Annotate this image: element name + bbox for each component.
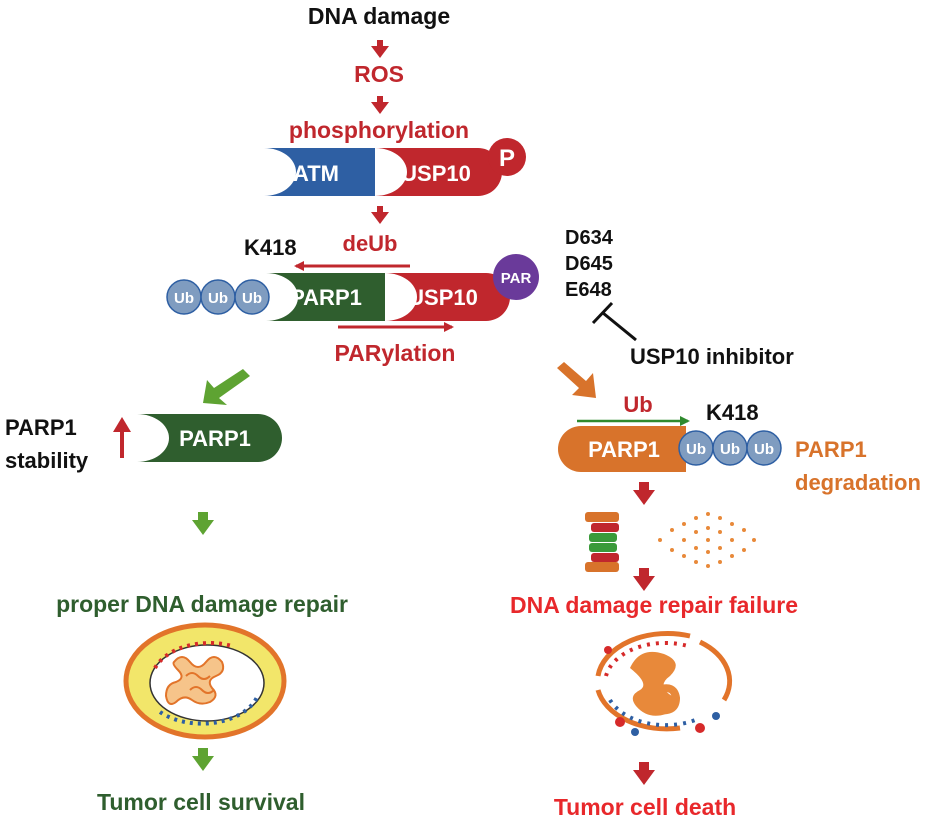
- atm-usp10-complex: ATM USP10 P: [264, 138, 526, 196]
- usp10-block: [375, 148, 502, 196]
- svg-text:PARP1: PARP1: [290, 285, 362, 310]
- stability-up-arrow: [113, 417, 131, 458]
- svg-text:P: P: [499, 145, 515, 172]
- ub-bead: [234, 279, 270, 315]
- proteasome-image: [585, 512, 619, 572]
- arrow-down-green-1: [192, 512, 214, 535]
- arrow-down-green-2: [192, 748, 214, 771]
- repair-failure-label: DNA damage repair failure: [510, 592, 798, 618]
- arrow-down-red-3: [633, 762, 655, 785]
- parp1-usp10-complex: Ub Ub Ub PARP1 USP10 PAR: [166, 254, 539, 321]
- parp1-ubiquitinated: PARP1 Ub Ub Ub: [558, 426, 782, 472]
- inhibition-bar: [591, 301, 637, 342]
- svg-text:PARP1: PARP1: [588, 437, 660, 462]
- healthy-cell-image: [123, 622, 287, 740]
- usp10-inhibitor-label: USP10 inhibitor: [630, 344, 794, 369]
- residue-label: D634: [565, 227, 614, 249]
- svg-text:Ub: Ub: [174, 290, 194, 307]
- death-label: Tumor cell death: [554, 794, 736, 820]
- svg-text:Ub: Ub: [686, 441, 706, 458]
- arrow-down-1: [371, 40, 389, 58]
- ros-label: ROS: [354, 61, 404, 87]
- svg-text:ATM: ATM: [293, 161, 339, 186]
- svg-text:PARP1: PARP1: [179, 426, 251, 451]
- arrow-down-3: [371, 206, 389, 224]
- degradation-line-2: degradation: [795, 470, 921, 495]
- svg-text:USP10: USP10: [401, 161, 471, 186]
- svg-text:USP10: USP10: [408, 285, 478, 310]
- svg-text:Ub: Ub: [208, 290, 228, 307]
- ub-bead: [746, 430, 782, 466]
- right-branch-arrow: [557, 362, 596, 398]
- arrow-down-2: [371, 96, 389, 114]
- atm-block: [264, 148, 375, 196]
- residue-label: E648: [565, 279, 612, 301]
- deub-label: deUb: [343, 231, 398, 256]
- residue-label: D645: [565, 253, 613, 275]
- k418-label: K418: [244, 235, 297, 260]
- dying-cell-image: [595, 630, 733, 736]
- svg-text:Ub: Ub: [720, 441, 740, 458]
- phosphate-badge: [488, 138, 526, 176]
- stability-line-1: PARP1: [5, 415, 77, 440]
- svg-text:Ub: Ub: [754, 441, 774, 458]
- stability-line-2: stability: [5, 448, 89, 473]
- dna-damage-label: DNA damage: [308, 3, 450, 29]
- par-badge: [493, 254, 539, 300]
- parp1-stable: PARP1: [137, 414, 282, 462]
- svg-text:Ub: Ub: [242, 290, 262, 307]
- parylation-label: PARylation: [335, 340, 456, 366]
- k418-label-right: K418: [706, 400, 759, 425]
- proper-repair-label: proper DNA damage repair: [56, 591, 348, 617]
- phosphorylation-label: phosphorylation: [289, 117, 469, 143]
- usp10-block: [385, 273, 510, 321]
- survival-label: Tumor cell survival: [97, 789, 305, 815]
- svg-text:PAR: PAR: [501, 270, 532, 287]
- degradation-line-1: PARP1: [795, 437, 867, 462]
- parp1-block: [266, 273, 385, 321]
- ub-label: Ub: [623, 392, 652, 417]
- peptide-fragments-image: [658, 512, 756, 568]
- arrow-down-red-1: [633, 482, 655, 505]
- arrow-down-red-2: [633, 568, 655, 591]
- left-branch-arrow: [203, 369, 250, 405]
